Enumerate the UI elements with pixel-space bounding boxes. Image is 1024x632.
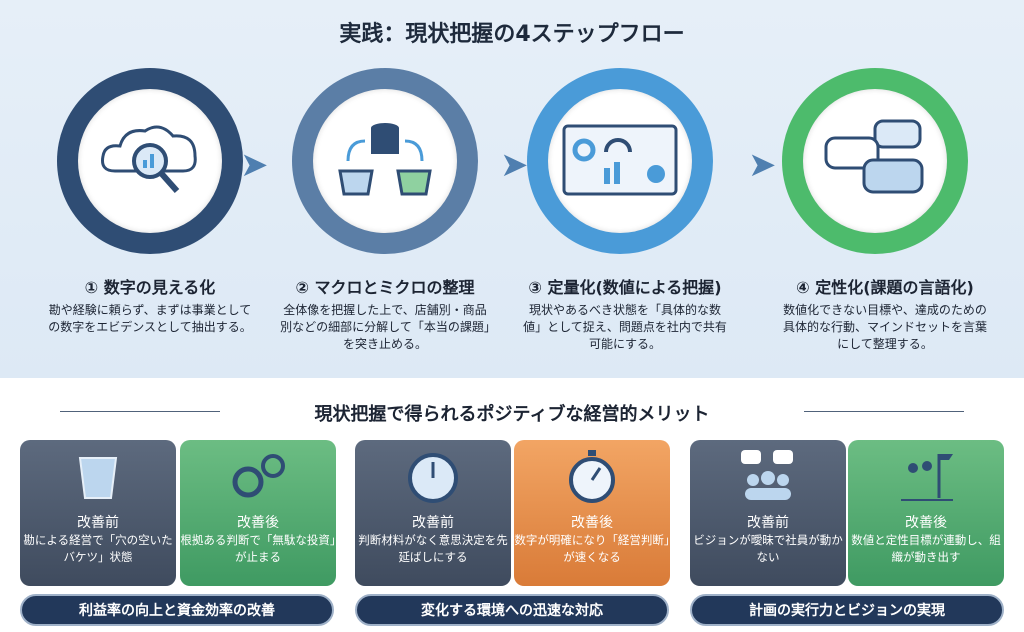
after-text: 数字が明確になり「経営判断」が速くなる xyxy=(514,533,670,564)
arrow-icon: ➤ xyxy=(748,145,777,185)
step-heading: ④ 定性化(課題の言語化) xyxy=(796,278,974,297)
dashboard-icon xyxy=(562,124,678,196)
chat-bubbles-icon xyxy=(824,119,924,194)
after-card: 改善後数字が明確になり「経営判断」が速くなる xyxy=(514,440,670,586)
database-baskets-icon xyxy=(338,123,432,196)
before-label: 改善前 xyxy=(77,515,119,531)
step-heading: ③ 定量化(数値による把握) xyxy=(528,278,722,297)
team-flag-icon xyxy=(901,454,953,501)
before-text: ビジョンが曖昧で社員が動かない xyxy=(693,533,843,564)
page-title: 実践：現状把握の4ステップフロー xyxy=(339,22,685,47)
step-4-description: ④ 定性化(課題の言語化) 数値化できない目標や、達成のための具体的な行動、マイン… xyxy=(760,274,1010,353)
step-3-circle xyxy=(527,68,713,254)
before-card: 改善前判断材料がなく意思決定を先延ばしにする xyxy=(355,440,511,586)
step-heading: ② マクロとミクロの整理 xyxy=(295,278,475,297)
cloud-analytics-icon xyxy=(101,125,197,193)
step-text: 現状やあるべき状態を「具体的な数値」として捉え、問題点を社内で共有可能にする。 xyxy=(523,303,727,351)
step-4-circle xyxy=(782,68,968,254)
benefit-pill: 計画の実行力とビジョンの実現 xyxy=(690,594,1004,626)
after-text: 根拠ある判断で「無駄な投資」が止まる xyxy=(180,533,336,564)
step-3-description: ③ 定量化(数値による把握) 現状やあるべき状態を「具体的な数値」として捉え、問題… xyxy=(500,274,750,353)
benefit-pill: 利益率の向上と資金効率の改善 xyxy=(20,594,334,626)
benefit-pill: 変化する環境への迅速な対応 xyxy=(355,594,669,626)
clock-icon xyxy=(408,453,458,503)
step-2-circle xyxy=(292,68,478,254)
after-text: 数値と定性目標が連動し、組織が動き出す xyxy=(851,533,1001,564)
step-text: 数値化できない目標や、達成のための具体的な行動、マインドセットを言葉にして整理す… xyxy=(782,303,987,351)
before-text: 勘による経営で「穴の空いたバケツ」状態 xyxy=(23,533,173,564)
step-1-circle xyxy=(57,68,243,254)
before-text: 判断材料がなく意思決定を先延ばしにする xyxy=(358,533,508,564)
before-label: 改善前 xyxy=(412,515,454,531)
step-2-description: ② マクロとミクロの整理全体像を把握した上で、店舗別・商品別などの細部に分解して… xyxy=(260,274,510,353)
before-card: 改善前勘による経営で「穴の空いたバケツ」状態 xyxy=(20,440,176,586)
section-subtitle: 現状把握で得られるポジティブな経営的メリット xyxy=(314,404,710,425)
step-heading: ① 数字の見える化 xyxy=(84,278,216,297)
after-label: 改善後 xyxy=(571,515,613,531)
step-1-description: ① 数字の見える化勘や経験に頼らず、まずは事業としての数字をエビデンスとして抽出… xyxy=(25,274,275,336)
arrow-icon: ➤ xyxy=(240,145,269,185)
after-card: 改善後数値と定性目標が連動し、組織が動き出す xyxy=(848,440,1004,586)
stopwatch-icon xyxy=(569,450,615,503)
after-label: 改善後 xyxy=(237,515,279,531)
divider xyxy=(60,411,220,412)
after-label: 改善後 xyxy=(905,515,947,531)
arrow-icon: ➤ xyxy=(500,145,529,185)
leaky-bucket-icon xyxy=(78,457,118,499)
before-card: 改善前ビジョンが曖昧で社員が動かない xyxy=(690,440,846,586)
confused-team-icon xyxy=(741,450,793,500)
step-text: 全体像を把握した上で、店舗別・商品別などの細部に分解して「本当の課題」を突き止め… xyxy=(280,303,490,351)
step-text: 勘や経験に頼らず、まずは事業としての数字をエビデンスとして抽出する。 xyxy=(48,303,252,334)
after-card: 改善後根拠ある判断で「無駄な投資」が止まる xyxy=(180,440,336,586)
gears-icon xyxy=(232,454,285,498)
divider xyxy=(804,411,964,412)
before-label: 改善前 xyxy=(747,515,789,531)
